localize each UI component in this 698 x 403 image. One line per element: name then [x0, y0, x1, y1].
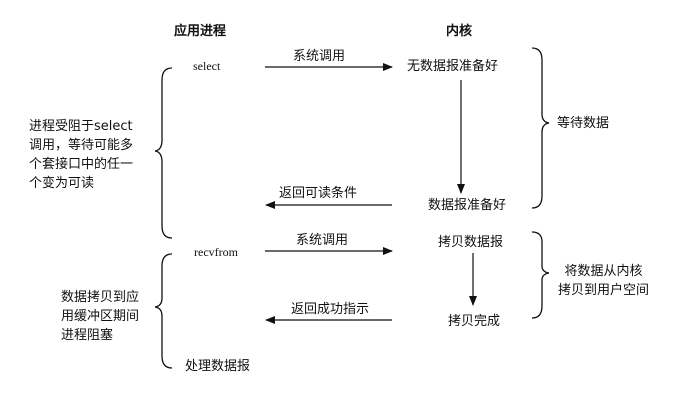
right-brace-wait [531, 47, 550, 209]
wait-for-data-note: 等待数据 [557, 116, 610, 131]
note-line: 个套接口中的任一 [29, 157, 134, 172]
note-line: 进程受阻于select [29, 119, 133, 134]
app-process-header: 应用进程 [174, 24, 227, 39]
copy-datagram-label: 拷贝数据报 [438, 235, 504, 250]
return-readable-label: 返回可读条件 [279, 186, 358, 201]
copy-to-user-note: 将数据从内核 拷贝到用户空间 [558, 262, 649, 300]
blocked-in-select-note: 进程受阻于select 调用，等待可能多 个套接口中的任一 个变为可读 [29, 117, 133, 193]
copy-complete-label: 拷贝完成 [448, 314, 501, 329]
note-line: 调用，等待可能多 [29, 138, 134, 153]
note-line: 个变为可读 [29, 176, 95, 191]
no-datagram-ready-label: 无数据报准备好 [407, 59, 499, 74]
note-line: 进程阻塞 [61, 328, 114, 343]
right-brace-copy [531, 231, 550, 319]
blocked-during-copy-note: 数据拷贝到应 用缓冲区期间 进程阻塞 [61, 288, 139, 345]
note-line: 数据拷贝到应 [61, 290, 140, 305]
recvfrom-call-label: recvfrom [194, 245, 238, 259]
select-call-label: select [193, 59, 221, 73]
left-brace-select [154, 67, 173, 239]
note-line: 用缓冲区期间 [61, 309, 140, 324]
return-success-label: 返回成功指示 [291, 302, 370, 317]
left-brace-copy [154, 253, 173, 369]
note-line: 将数据从内核 [564, 264, 643, 279]
process-datagram-label: 处理数据报 [185, 359, 251, 374]
note-line: 拷贝到用户空间 [558, 283, 650, 298]
syscall-label-2: 系统调用 [296, 233, 349, 248]
syscall-label-1: 系统调用 [293, 49, 346, 64]
datagram-ready-label: 数据报准备好 [428, 198, 507, 213]
kernel-header: 内核 [446, 24, 473, 39]
